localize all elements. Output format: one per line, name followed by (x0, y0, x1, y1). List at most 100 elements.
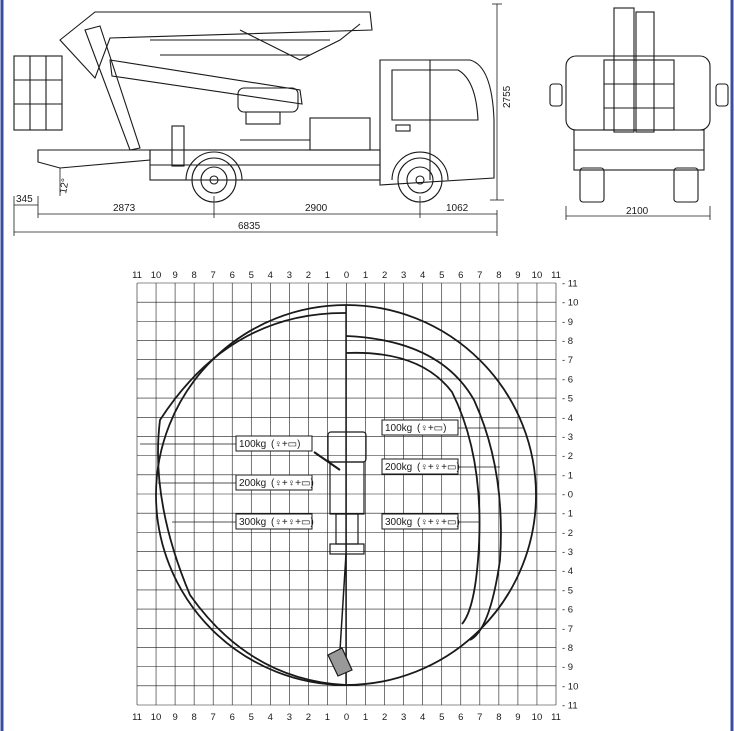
y-tick-label: - 6 (562, 605, 573, 616)
load-labels: 100kg (♀+▭) 200kg (♀+♀+▭) 300kg (♀+♀+▭) … (140, 419, 524, 530)
x-tick-label-top: 6 (230, 270, 235, 281)
x-tick-label-top: 3 (401, 270, 406, 281)
front-boom-right (635, 11, 655, 133)
y-tick-label: - 9 (562, 662, 573, 673)
svg-text:200kg: 200kg (385, 462, 412, 473)
load-left-200: 200kg (♀+♀+▭) (158, 474, 314, 491)
x-tick-label-bottom: 10 (151, 712, 162, 723)
dim-front-overhang: 1062 (446, 203, 469, 214)
dim-rear-to-axle: 2873 (113, 203, 136, 214)
y-tick-label: - 7 (562, 355, 573, 366)
svg-text:(♀+▭): (♀+▭) (417, 423, 446, 434)
envelope-left-outer (155, 304, 347, 686)
dim-overall-length: 6835 (238, 221, 261, 232)
x-tick-label-bottom: 11 (551, 712, 561, 723)
truck-front-view (549, 7, 729, 220)
x-tick-label-top: 10 (151, 270, 162, 281)
svg-text:300kg: 300kg (239, 517, 266, 528)
x-tick-label-top: 10 (532, 270, 543, 281)
front-wheel-right (673, 167, 699, 203)
x-tick-label-top: 4 (268, 270, 273, 281)
rear-wheel (185, 151, 243, 203)
x-tick-label-top: 8 (191, 270, 196, 281)
x-tick-label-top: 11 (551, 270, 561, 281)
x-tick-label-bottom: 3 (401, 712, 406, 723)
x-tick-label-bottom: 0 (344, 712, 349, 723)
envelope-right-200kg (345, 351, 481, 625)
load-left-100: 100kg (♀+▭) (140, 435, 313, 452)
lower-boom (84, 25, 141, 151)
y-tick-label: - 2 (562, 451, 573, 462)
dim-tilt-angle: 12° (58, 178, 71, 195)
x-tick-label-bottom: 5 (439, 712, 444, 723)
x-tick-label-top: 8 (496, 270, 501, 281)
envelope-right-300kg (345, 335, 502, 641)
y-tick-label: - 10 (562, 681, 578, 692)
x-tick-label-bottom: 7 (477, 712, 482, 723)
svg-text:300kg: 300kg (385, 517, 412, 528)
truck-top-view (313, 431, 367, 677)
x-tick-label-bottom: 8 (191, 712, 196, 723)
dim-width: 2100 (626, 206, 649, 217)
x-tick-label-bottom: 2 (306, 712, 311, 723)
x-tick-label-bottom: 4 (420, 712, 425, 723)
y-tick-label: - 6 (562, 374, 573, 385)
load-right-100: 100kg (♀+▭) (381, 419, 524, 436)
x-tick-label-top: 2 (382, 270, 387, 281)
turret (237, 87, 299, 113)
y-tick-label: - 5 (562, 394, 573, 405)
x-tick-label-top: 2 (306, 270, 311, 281)
load-right-200: 200kg (♀+♀+▭) (381, 458, 500, 475)
x-tick-label-bottom: 5 (249, 712, 254, 723)
dim-rear-overhang: 345 (16, 194, 33, 205)
cab (379, 59, 495, 186)
x-tick-label-bottom: 9 (172, 712, 177, 723)
y-tick-label: - 10 (562, 298, 578, 309)
y-tick-label: - 11 (562, 279, 578, 290)
x-tick-label-top: 7 (477, 270, 482, 281)
svg-text:100kg: 100kg (239, 439, 266, 450)
x-tick-label-bottom: 1 (363, 712, 368, 723)
y-tick-label: - 3 (562, 432, 573, 443)
upper-boom (59, 11, 373, 80)
x-tick-label-bottom: 6 (230, 712, 235, 723)
envelope-right-outer (345, 304, 537, 686)
y-tick-label: - 3 (562, 547, 573, 558)
y-tick-label: - 8 (562, 643, 573, 654)
x-tick-label-bottom: 8 (496, 712, 501, 723)
x-tick-label-top: 11 (132, 270, 142, 281)
x-tick-label-top: 5 (249, 270, 254, 281)
svg-text:100kg: 100kg (385, 423, 412, 434)
grid-tick-labels: 1111101099887766554433221100112233445566… (132, 270, 578, 723)
y-tick-label: - 7 (562, 624, 573, 635)
rear-outrigger (37, 149, 151, 169)
y-tick-label: - 2 (562, 528, 573, 539)
dim-wheelbase: 2900 (305, 203, 328, 214)
x-tick-label-top: 9 (172, 270, 177, 281)
x-tick-label-top: 1 (363, 270, 368, 281)
svg-text:200kg: 200kg (239, 478, 266, 489)
x-tick-label-top: 3 (287, 270, 292, 281)
x-tick-label-top: 7 (211, 270, 216, 281)
front-boom-left (613, 7, 635, 133)
front-cab (565, 55, 711, 131)
front-wheel-left (579, 167, 605, 203)
y-tick-label: - 4 (562, 566, 573, 577)
x-tick-label-top: 9 (515, 270, 520, 281)
x-tick-label-top: 4 (420, 270, 425, 281)
y-tick-label: - 5 (562, 585, 573, 596)
x-tick-label-bottom: 1 (325, 712, 330, 723)
y-tick-label: - 9 (562, 317, 573, 328)
x-tick-label-bottom: 7 (211, 712, 216, 723)
load-left-300: 300kg (♀+♀+▭) (172, 513, 314, 530)
mirror-left (549, 83, 563, 107)
y-tick-label: - 1 (562, 509, 573, 520)
svg-text:(♀+♀+▭): (♀+♀+▭) (271, 478, 314, 489)
x-tick-label-top: 5 (439, 270, 444, 281)
x-tick-label-top: 0 (344, 270, 349, 281)
x-tick-label-top: 6 (458, 270, 463, 281)
front-wheel (391, 151, 449, 203)
y-tick-label: - 0 (562, 490, 573, 501)
y-tick-label: - 11 (562, 701, 578, 712)
